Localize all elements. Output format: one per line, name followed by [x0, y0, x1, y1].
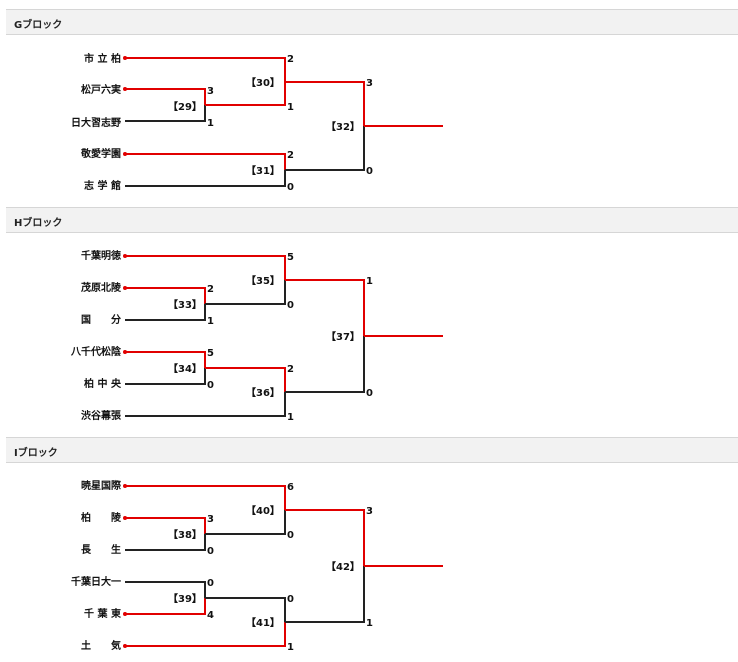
bracket-g: 市 立 柏 松戸六実 日大習志野 敬愛学園 志 学 館 【29】 【30】 【3… [71, 52, 443, 193]
score: 3 [366, 506, 373, 517]
block-title: Gブロック [14, 20, 63, 31]
bracket-i: 暁星国際 柏 陵 長 生 千葉日大一 千 葉 東 土 気 [71, 479, 443, 653]
block-header-i: Iブロック [6, 437, 738, 463]
score: 0 [287, 530, 294, 541]
team-name: 柏 中 央 [84, 377, 122, 390]
score: 2 [287, 150, 294, 161]
score: 1 [366, 618, 373, 629]
team-name: 日大習志野 [71, 116, 121, 129]
bracket-lines [125, 255, 443, 417]
match-number: 【37】 [326, 330, 360, 343]
match-number: 【39】 [168, 592, 202, 605]
match-number: 【29】 [168, 100, 202, 113]
team-name: 志 学 館 [84, 179, 121, 192]
block-header-h: Hブロック [6, 207, 738, 233]
score: 6 [287, 482, 294, 493]
score: 1 [207, 316, 214, 327]
score: 3 [207, 86, 214, 97]
match-number: 【30】 [246, 76, 280, 89]
team-name: 市 立 柏 [84, 52, 121, 65]
score: 0 [366, 166, 373, 177]
team-name: 千 葉 東 [84, 607, 121, 620]
team-name: 土 気 [81, 639, 121, 652]
score: 3 [207, 514, 214, 525]
match-number: 【42】 [326, 560, 360, 573]
match-number: 【33】 [168, 298, 202, 311]
block-title: Iブロック [14, 448, 58, 459]
score: 1 [207, 118, 214, 129]
team-name: 渋谷幕張 [81, 409, 122, 422]
score: 0 [287, 300, 294, 311]
score: 1 [287, 412, 294, 423]
team-name: 松戸六実 [81, 83, 121, 96]
team-name: 長 生 [81, 543, 121, 556]
score: 5 [207, 348, 214, 359]
match-number: 【38】 [168, 528, 202, 541]
score: 0 [287, 182, 294, 193]
match-number: 【35】 [246, 274, 280, 287]
score: 0 [207, 380, 214, 391]
match-number: 【32】 [326, 120, 360, 133]
score: 1 [287, 642, 294, 653]
team-name: 千葉日大一 [71, 575, 121, 588]
bracket-h: 千葉明徳 茂原北陵 国 分 八千代松陰 柏 中 央 渋谷幕張 【33】 [70, 249, 443, 423]
score: 2 [287, 364, 294, 375]
match-number: 【31】 [246, 164, 280, 177]
score: 0 [287, 594, 294, 605]
team-name: 暁星国際 [81, 479, 121, 492]
score: 0 [207, 578, 214, 589]
match-number: 【34】 [168, 362, 202, 375]
score: 2 [207, 284, 214, 295]
team-name: 柏 陵 [81, 511, 122, 524]
score: 1 [366, 276, 373, 287]
bracket-lines [125, 485, 443, 647]
score: 5 [287, 252, 294, 263]
block-title: Hブロック [14, 218, 63, 229]
block-header-g: Gブロック [6, 9, 738, 35]
score: 2 [287, 54, 294, 65]
team-name: 八千代松陰 [70, 345, 122, 358]
score: 0 [207, 546, 214, 557]
match-number: 【36】 [246, 386, 280, 399]
team-name: 千葉明徳 [81, 249, 121, 262]
match-number: 【41】 [246, 616, 280, 629]
score: 3 [366, 78, 373, 89]
score: 1 [287, 102, 294, 113]
score: 0 [366, 388, 373, 399]
score: 4 [207, 610, 214, 621]
bracket-lines [125, 57, 443, 187]
match-number: 【40】 [246, 504, 280, 517]
team-name: 茂原北陵 [81, 281, 122, 294]
team-name: 敬愛学園 [80, 147, 121, 160]
team-name: 国 分 [81, 313, 121, 326]
